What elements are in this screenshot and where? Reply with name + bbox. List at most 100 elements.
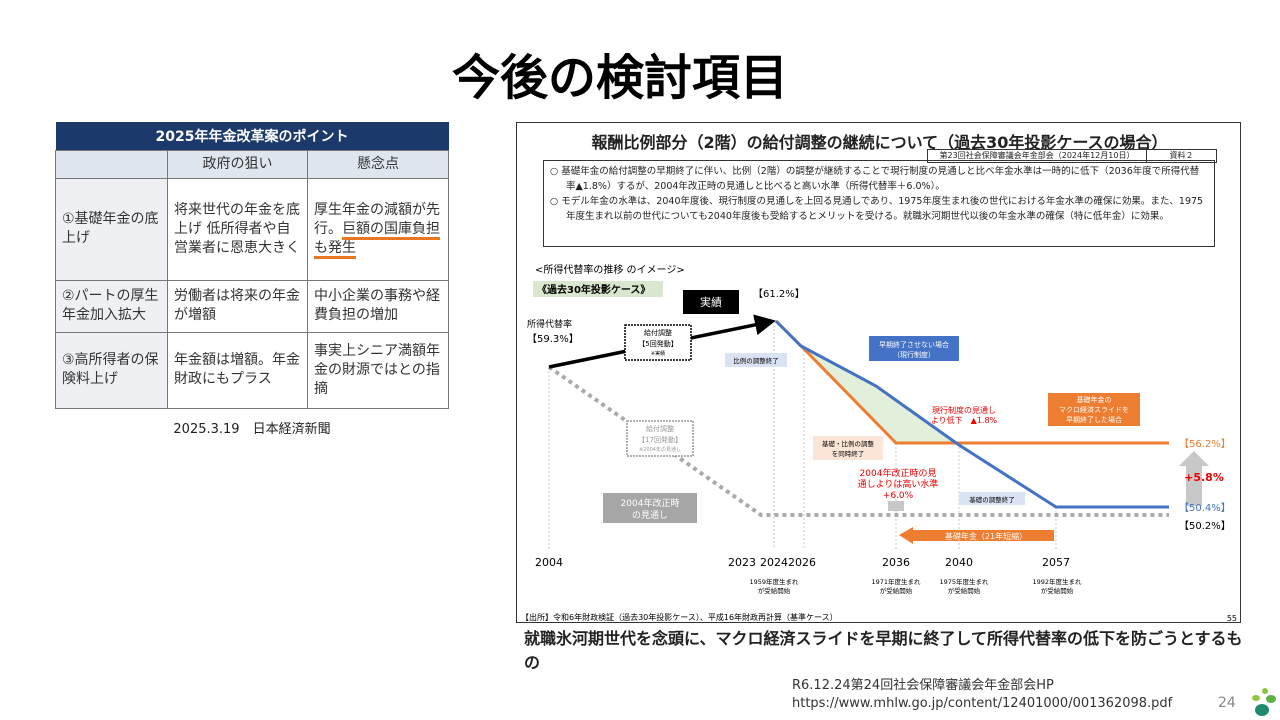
chart-subtitle: 《過去30年投影ケース》: [537, 283, 650, 296]
high-label3: +6.0%: [883, 491, 914, 501]
row-item: ③高所得者の保険料上げ: [55, 331, 168, 409]
row-aim: 将来世代の年金を底上げ 低所得者や自営業者に恩恵大きく: [167, 177, 308, 281]
row-concern: 厚生年金の減額が先行。巨額の国庫負担も発生: [307, 177, 449, 281]
x-tick: 2004: [535, 556, 563, 569]
series-current: [774, 319, 1169, 509]
basic-end-box: [959, 492, 1025, 505]
label-plan2004: 【50.2%】: [1179, 520, 1231, 532]
adj5-count: 【5回発動】: [638, 339, 677, 348]
adj5-box: [624, 324, 692, 361]
actual-label: 実績: [700, 295, 722, 309]
table-caption: 2025年年金改革案のポイント: [55, 122, 449, 150]
summary-bullet: ○ 基礎年金の給付調整の早期終了に伴い、比例（2階）の調整が継続することで現行制…: [550, 166, 1200, 192]
table-source: 2025.3.19 日本経済新聞: [173, 422, 331, 437]
replacement-rate-chart: <所得代替率の推移 のイメージ> 《過去30年投影ケース》 所得代替率 【59.…: [521, 263, 1237, 623]
plan2004-label2: の見通し: [632, 510, 668, 521]
high-label: 2004年改正時の見: [860, 467, 937, 479]
label-start: 【59.3%】: [527, 333, 579, 345]
row-item: ①基礎年金の底上げ: [55, 177, 168, 281]
label-early-end: 【56.2%】: [1179, 438, 1231, 450]
actual-box: [683, 290, 739, 314]
birth-note: が受給開始: [880, 586, 913, 595]
blue-callout-label2: （現行制度）: [893, 350, 935, 359]
table-row: ①基礎年金の底上げ 将来世代の年金を底上げ 低所得者や自営業者に恩恵大きく 厚生…: [55, 177, 449, 281]
row-concern: 事実上シニア満額年金の財源ではとの指摘: [307, 331, 449, 409]
prop-end-label: 比例の調整終了: [733, 356, 779, 365]
slide-caption: 就職氷河期世代を念頭に、マクロ経済スライドを早期に終了して所得代替率の低下を防ご…: [524, 629, 1243, 672]
x-tick: 2057: [1042, 556, 1070, 569]
x-tick: 2024: [760, 556, 788, 569]
label-current: 【50.4%】: [1179, 502, 1231, 514]
orange-callout: [1048, 393, 1140, 426]
birth-note: 1971年度生まれ: [871, 577, 921, 586]
low-label: 現行制度の見通し: [932, 405, 996, 415]
both-end-label: 基礎・比例の調整: [822, 439, 875, 448]
blue-callout: [869, 336, 959, 361]
header-aim: 政府の狙い: [167, 149, 308, 179]
shorten-label: 基礎年金（21年短縮）: [945, 531, 1027, 541]
concern-text: 厚生年金の減額が先行。: [314, 201, 440, 237]
figure-page: 55: [1227, 614, 1237, 623]
adj17-count: 【17回発動】: [638, 435, 682, 444]
figure-ref: 第23回社会保障審議会年金部会（2024年12月10日） 資料２: [927, 149, 1217, 163]
up-arrow-icon: [888, 501, 904, 511]
birth-note: が受給開始: [948, 586, 981, 595]
row-concern: 中小企業の事務や経費負担の増加: [307, 279, 449, 333]
plan2004-box: [603, 493, 697, 523]
both-end-box: [813, 436, 883, 460]
row-aim: 年金額は増額。年金財政にもプラス: [167, 331, 308, 409]
page-number: 24: [1218, 695, 1236, 711]
news-table: 2025年年金改革案のポイント 政府の狙い 懸念点 ①基礎年金の底上げ 将来世代…: [55, 122, 449, 409]
birth-note: 1975年度生まれ: [939, 577, 989, 586]
source-note: R6.12.24第24回社会保障審議会年金部会HP https://www.mh…: [792, 677, 1172, 713]
table-row: ②パートの厚生年金加入拡大 労働者は将来の年金が増額 中小企業の事務や経費負担の…: [55, 279, 449, 333]
orange-callout-label: 基礎年金の: [1077, 395, 1112, 404]
plan2004-label: 2004年改正時: [621, 497, 680, 509]
ref-doc: 資料２: [1146, 150, 1216, 162]
adj5-label: 給付調整: [644, 328, 672, 337]
x-tick: 2036: [882, 556, 910, 569]
pension-figure: 報酬比例部分（2階）の給付調整の継続について（過去30年投影ケースの場合） 第2…: [516, 122, 1241, 623]
birth-note: が受給開始: [1041, 586, 1074, 595]
source-line: R6.12.24第24回社会保障審議会年金部会HP: [792, 678, 1054, 693]
series-2004-plan: [547, 365, 1169, 517]
x-tick: 2040: [945, 556, 973, 569]
adj5-note: ※実績: [651, 350, 665, 357]
ref-meeting: 第23回社会保障審議会年金部会（2024年12月10日）: [939, 151, 1135, 160]
shorten-arrow-icon: [899, 527, 1054, 544]
summary-bullet: ○ モデル年金の水準は、2040年度後、現行制度の見通しを上回る見通しであり、1…: [550, 196, 1204, 222]
row-item: ②パートの厚生年金加入拡大: [55, 279, 168, 333]
concern-highlight: 巨額の国庫負担も発生: [314, 220, 440, 259]
header-blank: [55, 149, 168, 179]
birth-note: 1992年度生まれ: [1032, 577, 1082, 586]
basic-end-label: 基礎の調整終了: [969, 495, 1015, 504]
figure-source: 【出所】令和6年財政検証（過去30年投影ケース）、平成16年財政再計算（基準ケー…: [521, 612, 838, 622]
up-arrow-icon: [1179, 451, 1209, 506]
x-tick: 2023: [728, 556, 756, 569]
orange-callout-label2: マクロ経済スライドを: [1059, 405, 1129, 414]
x-tick: 2026: [788, 556, 816, 569]
logo-icon: [1252, 688, 1276, 716]
birth-note: 1959年度生まれ: [749, 577, 799, 586]
high-label2: 通しよりは高い水準: [858, 478, 939, 490]
adj17-label: 給付調整: [646, 424, 674, 433]
diff-label: +5.8%: [1184, 471, 1224, 484]
adj17-box: [626, 420, 694, 457]
ylabel: 所得代替率: [527, 318, 572, 330]
both-end-label2: を同時終了: [832, 449, 865, 458]
birth-note: が受給開始: [758, 586, 791, 595]
summary-box: ○ 基礎年金の給付調整の早期終了に伴い、比例（2階）の調整が継続することで現行制…: [543, 160, 1215, 247]
low-label2: より低下 ▲1.8%: [931, 415, 998, 425]
case-label-bg: [533, 281, 663, 297]
chart-title: <所得代替率の推移 のイメージ>: [535, 263, 685, 276]
source-url[interactable]: https://www.mhlw.go.jp/content/12401000/…: [792, 696, 1173, 711]
header-concern: 懸念点: [307, 149, 449, 179]
blue-callout-label: 早期終了させない場合: [879, 340, 949, 349]
prop-end-box: [725, 353, 787, 367]
slide-title: 今後の検討項目: [451, 50, 788, 106]
table-row: ③高所得者の保険料上げ 年金額は増額。年金財政にもプラス 事実上シニア満額年金の…: [55, 331, 449, 409]
figure-title: 報酬比例部分（2階）の給付調整の継続について（過去30年投影ケースの場合）: [591, 133, 1168, 152]
adj17-note: ※2004年の見通し: [639, 446, 681, 453]
label-peak: 【61.2%】: [753, 288, 805, 300]
row-aim: 労働者は将来の年金が増額: [167, 279, 308, 333]
